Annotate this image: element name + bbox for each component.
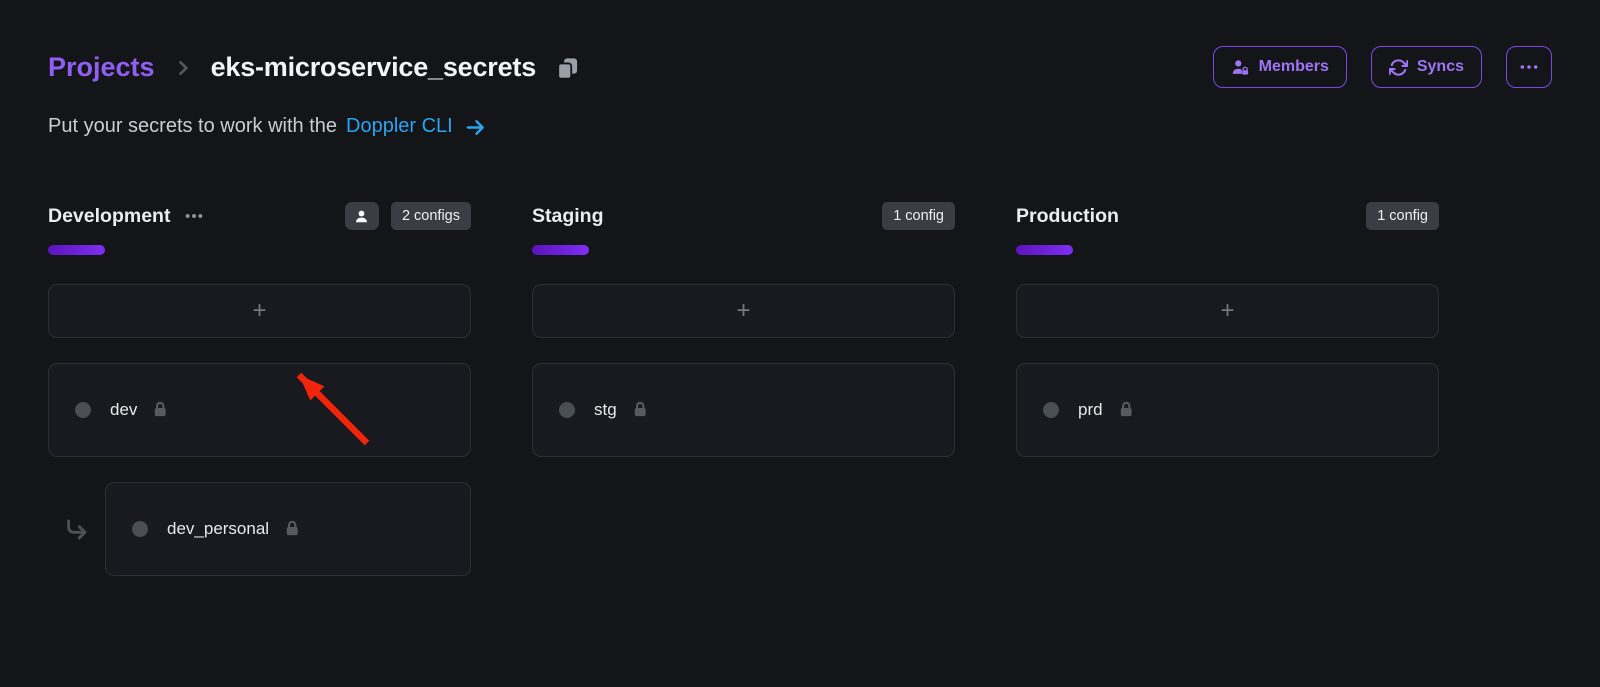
arrow-right-icon <box>466 120 484 135</box>
config-status-dot <box>1043 402 1059 418</box>
environment-name[interactable]: Development <box>48 204 171 227</box>
environment-header: Staging 1 config <box>532 201 955 231</box>
environment-menu-icon[interactable] <box>184 212 204 220</box>
plus-icon: + <box>252 297 267 324</box>
config-card-prd[interactable]: prd <box>1016 363 1439 457</box>
plus-icon: + <box>736 297 751 324</box>
personal-configs-badge[interactable] <box>344 202 379 230</box>
config-name: stg <box>594 400 617 419</box>
environment-name[interactable]: Staging <box>532 204 604 227</box>
add-config-button[interactable]: + <box>532 284 955 338</box>
add-config-button[interactable]: + <box>1016 284 1439 338</box>
config-card-dev[interactable]: dev <box>48 363 471 457</box>
environment-accent-bar <box>1016 245 1073 255</box>
environment-column-staging: Staging 1 config + stg <box>532 201 955 576</box>
member-lock-icon <box>1232 59 1248 75</box>
project-page: Projects eks-microservice_secrets Member… <box>0 46 1600 576</box>
page-header: Projects eks-microservice_secrets Member… <box>48 46 1552 88</box>
config-name: prd <box>1078 400 1103 419</box>
environment-header: Production 1 config <box>1016 201 1439 231</box>
breadcrumb: Projects eks-microservice_secrets <box>48 52 581 83</box>
doppler-cli-link[interactable]: Doppler CLI <box>346 115 453 137</box>
config-name: dev_personal <box>167 519 270 538</box>
cli-hint-text: Put your secrets to work with the <box>48 115 338 137</box>
plus-icon: + <box>1220 297 1235 324</box>
config-count-badge: 2 configs <box>390 201 471 231</box>
members-button-label: Members <box>1258 58 1329 75</box>
config-card-dev-personal[interactable]: dev_personal <box>105 482 471 576</box>
branch-arrow-icon <box>48 516 105 543</box>
config-status-dot <box>559 402 575 418</box>
environment-name[interactable]: Production <box>1016 204 1119 227</box>
chevron-right-icon <box>178 60 188 76</box>
page-title: eks-microservice_secrets <box>210 51 537 82</box>
config-status-dot <box>75 402 91 418</box>
person-icon <box>356 210 368 222</box>
lock-icon <box>155 401 167 417</box>
lock-icon <box>1120 401 1132 417</box>
ellipsis-icon <box>1520 65 1538 69</box>
header-actions: Members Syncs <box>1212 46 1552 88</box>
branch-config-row: dev_personal <box>48 482 471 576</box>
project-more-button[interactable] <box>1506 46 1552 88</box>
config-status-dot <box>132 521 148 537</box>
config-name: dev <box>110 400 138 419</box>
breadcrumb-projects-link[interactable]: Projects <box>48 51 155 82</box>
environment-accent-bar <box>532 245 589 255</box>
config-count-badge: 1 config <box>882 201 955 231</box>
lock-icon <box>634 401 646 417</box>
members-button[interactable]: Members <box>1212 46 1347 88</box>
environments-board: Development 2 configs <box>48 201 1552 576</box>
environment-column-development: Development 2 configs <box>48 201 471 576</box>
sync-refresh-icon <box>1388 58 1408 76</box>
cli-hint: Put your secrets to work with the Dopple… <box>48 114 1552 139</box>
environment-accent-bar <box>48 245 105 255</box>
syncs-button[interactable]: Syncs <box>1370 46 1482 88</box>
config-card-stg[interactable]: stg <box>532 363 955 457</box>
add-config-button[interactable]: + <box>48 284 471 338</box>
config-count-badge: 1 config <box>1366 201 1439 231</box>
copy-project-name-icon[interactable] <box>554 55 581 82</box>
environment-column-production: Production 1 config + prd <box>1016 201 1439 576</box>
lock-icon <box>286 520 298 536</box>
environment-header: Development 2 configs <box>48 201 471 231</box>
syncs-button-label: Syncs <box>1416 58 1464 75</box>
